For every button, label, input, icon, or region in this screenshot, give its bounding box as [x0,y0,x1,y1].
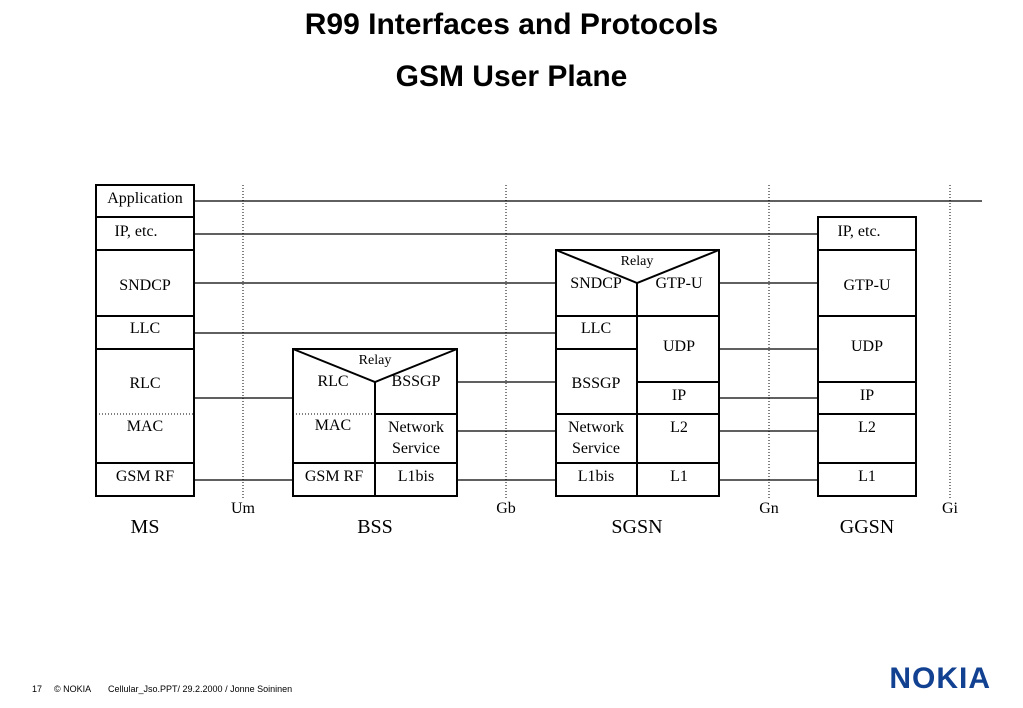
ms-stack [95,184,195,497]
ms-rlc-label: RLC [129,375,160,392]
ggsn-l2-label: L2 [858,419,876,436]
ggsn-ip-label: IP, etc. [837,223,880,240]
ms-application-label: Application [107,190,183,207]
sgsn-udp-label: UDP [663,338,695,355]
ms-sndcp-label: SNDCP [119,277,171,294]
nokia-logo: NOKIA [889,662,991,695]
footer-copyright: © NOKIA [54,684,92,694]
sgsn-service-label: Service [572,440,620,457]
page-subtitle: GSM User Plane [395,60,628,93]
sgsn-stack [555,249,720,497]
page-title: R99 Interfaces and Protocols [304,8,719,41]
bss-rlc-label: RLC [317,373,348,390]
ms-llc-label: LLC [130,320,160,337]
sgsn-l2-label: L2 [670,419,688,436]
footer-source: Cellular_Jso.PPT/ 29.2.2000 / Jonne Soin… [108,684,293,694]
gi-interface-label: Gi [942,500,959,517]
bss-service-label: Service [392,440,440,457]
sgsn-l1bis-label: L1bis [578,468,614,485]
sgsn-ip-label: IP [672,387,686,404]
ms-node-label: MS [131,516,160,538]
sgsn-network-label: Network [568,419,624,436]
sgsn-bssgp-label: BSSGP [572,375,621,392]
bss-l1bis-label: L1bis [398,468,434,485]
bss-bssgp-label: BSSGP [392,373,441,390]
peer-lines [194,200,982,481]
bss-relay-label: Relay [359,353,392,368]
sgsn-llc-label: LLC [581,320,611,337]
ggsn-l1-label: L1 [858,468,876,485]
ms-gsm-rf-label: GSM RF [116,468,174,485]
sgsn-gtpu-label: GTP-U [655,275,703,292]
gn-interface-label: Gn [759,500,779,517]
bss-node-label: BSS [357,516,393,538]
sgsn-relay-label: Relay [621,254,654,269]
ms-mac-label: MAC [127,418,163,435]
ggsn-gtpu-label: GTP-U [843,277,891,294]
ms-ip-label: IP, etc. [114,223,157,240]
um-interface-label: Um [231,500,256,517]
gb-interface-label: Gb [496,500,516,517]
ggsn-ip-lower-label: IP [860,387,874,404]
ggsn-node-label: GGSN [840,516,894,538]
bss-mac-label: MAC [315,417,351,434]
ggsn-stack [817,216,917,497]
sgsn-l1-label: L1 [670,468,688,485]
sgsn-node-label: SGSN [611,516,662,538]
sgsn-sndcp-label: SNDCP [570,275,622,292]
bss-gsm-rf-label: GSM RF [305,468,363,485]
ggsn-udp-label: UDP [851,338,883,355]
bss-network-label: Network [388,419,444,436]
bss-stack [292,348,458,497]
footer-page-number: 17 [32,684,43,694]
